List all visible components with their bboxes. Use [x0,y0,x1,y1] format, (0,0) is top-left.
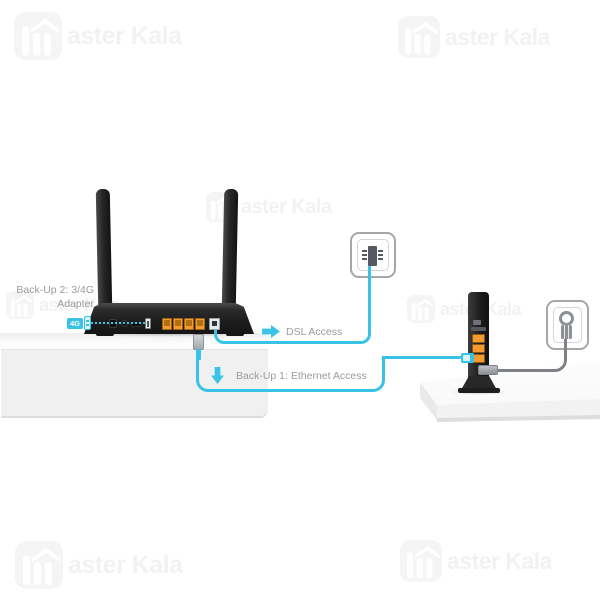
dsl-port [209,318,220,330]
usb-dongle-icon [84,316,91,330]
right-table [420,358,600,422]
ethernet-connector-left [193,334,204,360]
badge-4g: 4G [67,318,83,329]
modem-power-connector [478,365,498,375]
backup2-line1: Back-Up 2: 3/4G [16,284,94,296]
dsl-jack-screw [362,250,367,260]
master-kala-logo-icon [400,540,442,582]
modem-stand-foot [458,388,500,393]
ethernet-cable-horizontal [383,356,463,359]
dsl-access-label: DSL Access [286,326,343,338]
master-kala-logo-icon [15,541,63,589]
dotted-usb-link [91,322,145,324]
power-cable [497,338,567,372]
master-kala-logo-icon [398,16,440,58]
watermark: aster Kala [407,295,522,323]
modem-lan-port-1 [472,334,485,343]
master-kala-logo-icon [407,295,435,323]
watermark-text: aster Kala [68,550,183,579]
lan-port-3 [184,318,194,330]
modem-lan-port-2 [472,344,485,353]
watermark: aster Kala [398,16,550,58]
watermark: aster Kala [400,540,552,582]
backup1-label: Back-Up 1: Ethernet Access [236,370,367,382]
power-plug-icon [559,311,574,326]
left-table-front [1,349,268,418]
watermark-text: aster Kala [241,195,332,218]
power-plug-body [561,325,572,339]
ethernet-connector-right [461,353,474,363]
watermark-text: aster Kala [445,23,550,50]
lan-port-2 [173,318,183,330]
watermark: aster Kala [15,541,183,589]
modem-button [473,320,481,325]
lan-port-4 [195,318,205,330]
usb-port [145,318,151,329]
modem-stand [461,376,497,390]
master-kala-logo-icon [6,291,34,319]
right-table-edge [437,415,600,422]
backup2-label: Back-Up 2: 3/4G Adapter [10,283,94,311]
dsl-jack-screw [378,250,383,260]
router-antenna-left [95,188,113,310]
watermark-text: aster Kala [67,21,182,50]
dsl-cable [214,330,371,344]
right-table-front [437,399,600,420]
backup2-line2: Adapter [57,298,94,310]
dsl-jack-icon [368,246,377,266]
dsl-cable-vertical [368,266,371,332]
router-antenna-right [221,188,239,310]
modem-slot [471,327,486,331]
watermark: aster Kala [14,12,182,60]
watermark-text: aster Kala [447,547,552,574]
lan-port-1 [162,318,172,330]
master-kala-logo-icon [14,12,62,60]
ethernet-cable [196,356,385,392]
